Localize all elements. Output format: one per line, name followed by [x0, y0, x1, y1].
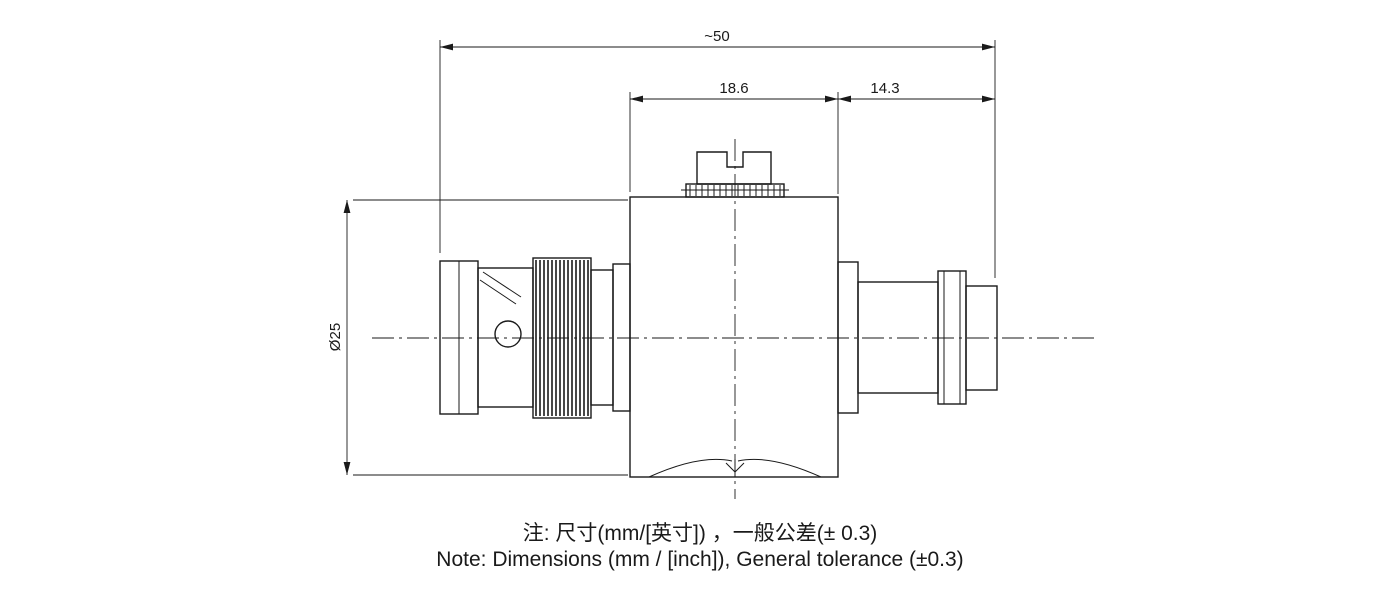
step-ring [590, 269, 614, 406]
bayonet-slot-line [479, 279, 517, 305]
lock-washer [681, 183, 789, 198]
arrowhead [982, 43, 995, 51]
arrowhead [440, 43, 453, 51]
neck-ring [612, 263, 631, 412]
flange-ring [837, 261, 859, 414]
arrowhead [343, 200, 351, 213]
notch-vee [725, 462, 745, 473]
centerlines [372, 139, 1098, 499]
coupling-nut [937, 270, 967, 405]
notes: 注: 尺寸(mm/[英寸]) ，一般公差(± 0.3) Note: Dimens… [436, 522, 963, 571]
knurled-ring [532, 257, 592, 419]
dim-diameter-label: Ø25 [327, 323, 344, 351]
notch-arc-right [737, 458, 822, 478]
arrowhead [838, 95, 851, 103]
arrowhead [630, 95, 643, 103]
note-line-zh: 注: 尺寸(mm/[英寸]) ，一般公差(± 0.3) [523, 522, 878, 545]
arrowhead [343, 462, 351, 475]
dimension-overall: ~50 [439, 28, 996, 278]
bayonet-shell [477, 267, 534, 408]
body-block [629, 196, 839, 478]
arrowhead [982, 95, 995, 103]
bayonet-pin-hole [494, 320, 522, 348]
center-body [629, 151, 839, 478]
dimension-right-length: 14.3 [838, 80, 995, 103]
screw-head [696, 151, 772, 185]
note-line-en: Note: Dimensions (mm / [inch]), General … [436, 548, 963, 571]
dimension-diameter: Ø25 [327, 199, 628, 476]
right-connector [837, 261, 998, 414]
arrowhead [825, 95, 838, 103]
dim-body-label: 18.6 [719, 80, 748, 97]
bottom-notch [648, 458, 822, 478]
dim-right-label: 14.3 [870, 80, 899, 97]
screw-terminal [681, 151, 789, 198]
left-connector [439, 257, 631, 419]
barrel [857, 281, 939, 394]
dimension-body-length: 18.6 [629, 80, 839, 194]
dim-overall-label: ~50 [704, 28, 729, 45]
end-barrel [965, 285, 998, 391]
bayonet-slot-line [482, 271, 522, 298]
nut-outline [937, 270, 967, 405]
notch-arc-left [648, 458, 733, 478]
